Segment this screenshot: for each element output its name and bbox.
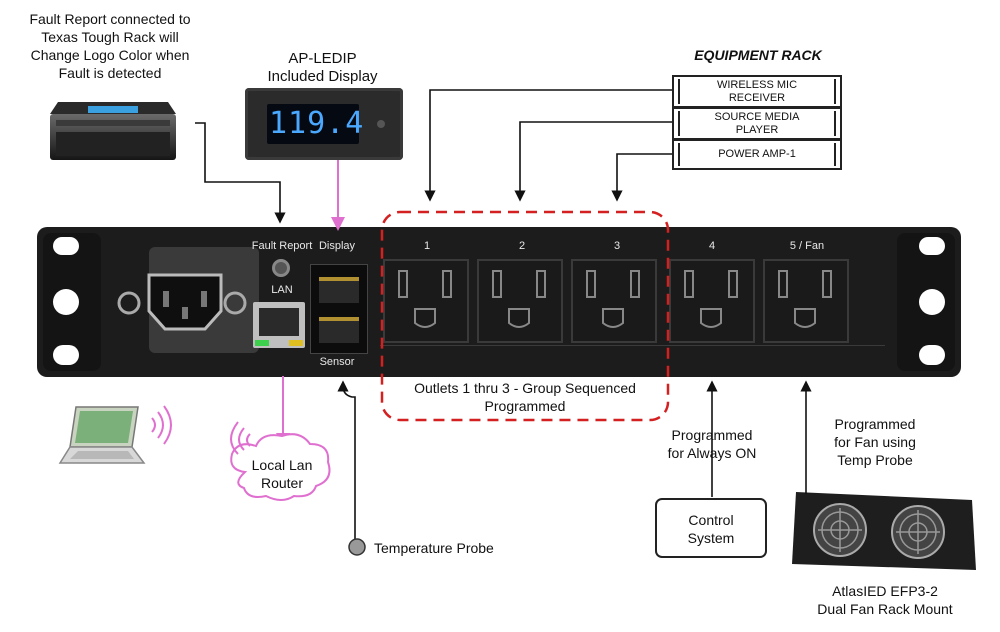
dual-fan-rack-mount-image: [790, 492, 978, 574]
right-ear-hole-mid: [919, 289, 945, 315]
left-ear-hole-top: [53, 237, 79, 255]
always-on-note: Programmed for Always ON: [667, 427, 757, 461]
local-lan-router-label: Local Lan Router: [251, 457, 313, 491]
pdu-panel: Fault Report LAN Display Sensor 1 2 3 4 …: [37, 227, 961, 377]
temperature-probe-label: Temperature Probe: [374, 540, 494, 556]
outlet-4-label: 4: [708, 240, 716, 252]
router-wifi-icon: [230, 421, 251, 455]
temperature-probe-icon: [348, 538, 366, 556]
texas-tough-rack-image: [48, 92, 178, 162]
outlet-5-fan-label: 5 / Fan: [789, 240, 825, 252]
outlet-4: [669, 259, 755, 343]
rack-item-wireless-mic: WIRELESS MIC RECEIVER: [672, 75, 842, 108]
inlet-socket-icon: [117, 273, 247, 331]
control-system-box: Control System: [655, 498, 767, 558]
ap-ledip-display: 119.4: [245, 88, 403, 160]
equipment-rack-title: EQUIPMENT RACK: [694, 47, 822, 63]
laptop-icon: [58, 405, 148, 470]
outlet-1: [383, 259, 469, 343]
outlet-2-label: 2: [518, 240, 526, 252]
fault-report-note: Fault Report connected to Texas Tough Ra…: [29, 11, 191, 81]
display-readout: 119.4: [269, 106, 365, 141]
rack-to-outlet-2: [514, 121, 672, 202]
fault-report-connector: [195, 122, 286, 224]
left-ear-hole-mid: [53, 289, 79, 315]
right-ear-hole-bottom: [919, 345, 945, 365]
local-lan-cloud-icon: [230, 433, 331, 501]
fault-report-jack: [272, 259, 290, 277]
outlet-slots-icon: [398, 270, 832, 328]
laptop-wifi-icon: [151, 405, 172, 445]
group-sequenced-note: Outlets 1 thru 3 - Group Sequenced Progr…: [414, 380, 636, 414]
display-title-note: AP-LEDIP Included Display: [267, 50, 378, 85]
rack-item-source-media: SOURCE MEDIA PLAYER: [672, 107, 842, 140]
rack-to-outlet-3: [611, 153, 672, 202]
fan-model-note: AtlasIED EFP3-2 Dual Fan Rack Mount: [817, 583, 953, 617]
sensor-label: Sensor: [319, 356, 355, 368]
right-ear-hole-top: [919, 237, 945, 255]
fan-programmed-note: Programmed for Fan using Temp Probe: [834, 416, 916, 468]
outlet-2: [477, 259, 563, 343]
outlet-5-fan: [763, 259, 849, 343]
group-sequenced-outline: [380, 210, 670, 422]
fault-report-label: Fault Report: [251, 240, 313, 252]
sensor-connector: [337, 380, 356, 540]
lan-label: LAN: [271, 284, 293, 296]
display-label: Display: [318, 240, 356, 252]
outlet-3: [571, 259, 657, 343]
outlet-divider: [380, 345, 885, 346]
outlet-3-label: 3: [613, 240, 621, 252]
rack-to-outlet-1: [424, 89, 672, 202]
display-sensor-ports: [310, 264, 368, 354]
outlet-1-label: 1: [423, 240, 431, 252]
lan-port: [253, 302, 305, 348]
rack-item-power-amp: POWER AMP-1: [672, 139, 842, 170]
left-ear-hole-bottom: [53, 345, 79, 365]
